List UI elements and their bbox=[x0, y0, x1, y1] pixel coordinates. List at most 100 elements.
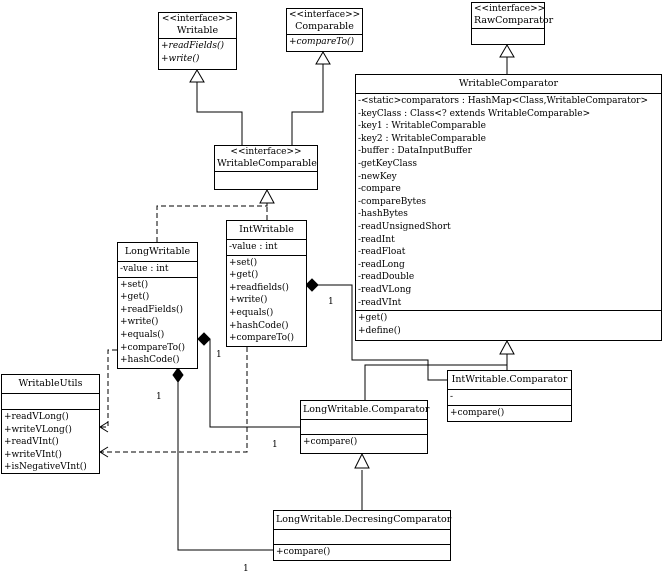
rawcomparator-class: <<interface>> RawComparator bbox=[471, 2, 554, 45]
method-row: +compareTo() bbox=[229, 333, 295, 344]
attribute-row: -keyClass : Class<? extends WritableComp… bbox=[358, 108, 591, 119]
comparable-name: Comparable bbox=[295, 21, 354, 32]
intwritable-comparator-name: IntWritable.Comparator bbox=[451, 374, 568, 385]
method-row: +readFields() bbox=[120, 304, 184, 315]
longwritable-decresing-comparator-empty-section bbox=[274, 530, 450, 545]
method-row: +equals() bbox=[120, 329, 165, 340]
method-row: +readVLong() bbox=[4, 412, 69, 422]
multiplicity-label: 1 bbox=[243, 564, 249, 574]
intwritable-class: IntWritable -value : int +set() +get() +… bbox=[226, 220, 307, 347]
longwritable-attributes: -value : int bbox=[118, 262, 197, 278]
attribute-row: -<static>comparators : HashMap<Class,Wri… bbox=[358, 96, 648, 106]
method-row: +compare() bbox=[303, 437, 358, 447]
longwritable-uses-utils-line bbox=[100, 349, 117, 428]
method-row: +set() bbox=[120, 279, 149, 290]
rawcomparator-name: RawComparator bbox=[474, 15, 554, 26]
writableutils-name: WritableUtils bbox=[18, 378, 83, 389]
method-row: +write() bbox=[161, 53, 200, 64]
attribute-row: -hashBytes bbox=[358, 209, 408, 220]
attribute-row: - bbox=[450, 392, 454, 402]
longwritable-realizes-wcomparable-line bbox=[156, 203, 268, 242]
method-row: +write() bbox=[229, 295, 268, 306]
composition-diamond-decresing bbox=[172, 367, 184, 383]
longwritable-to-decresing-composition bbox=[177, 380, 273, 551]
comparable-stereotype: <<interface>> bbox=[289, 10, 361, 20]
longwritable-decresing-comparator-methods: +compare() bbox=[274, 545, 450, 560]
wcomparable-to-comparable-line bbox=[291, 64, 324, 145]
method-row: +writeVInt() bbox=[4, 449, 62, 460]
wcomparator-generalization-arrow bbox=[499, 339, 515, 355]
method-row: +writeVLong() bbox=[4, 424, 72, 435]
composition-diamond-int-comparator bbox=[305, 278, 319, 292]
method-row: +get() bbox=[358, 313, 388, 324]
method-row: +write() bbox=[120, 317, 159, 328]
comparable-generalization-arrow bbox=[315, 51, 331, 65]
writablecomparator-name: WritableComparator bbox=[458, 78, 559, 89]
attribute-row: -value : int bbox=[229, 242, 278, 252]
writablecomparable-class: <<interface>> WritableComparable bbox=[214, 145, 318, 190]
longwritable-comparator-name: LongWritable.Comparator bbox=[303, 404, 430, 415]
intwritable-comparator-attributes: - bbox=[448, 390, 571, 406]
longwritable-methods: +set() +get() +readFields() +write() +eq… bbox=[118, 278, 197, 368]
longwritable-decresing-comparator-class: LongWritable.DecresingComparator +compar… bbox=[273, 510, 451, 561]
comparable-class: <<interface>> Comparable +compareTo() bbox=[286, 8, 363, 52]
writable-generalization-arrow bbox=[189, 69, 205, 83]
longwritable-comparator-class: LongWritable.Comparator +compare() bbox=[300, 400, 430, 454]
attribute-row: -key1 : WritableComparable bbox=[358, 121, 486, 132]
intwritable-methods: +set() +get() +readfields() +write() +eq… bbox=[227, 256, 306, 346]
multiplicity-label: 1 bbox=[272, 440, 278, 450]
attribute-row: -readDouble bbox=[358, 272, 415, 283]
attribute-row: -readUnsignedShort bbox=[358, 221, 451, 232]
intwritable-attributes: -value : int bbox=[227, 240, 306, 256]
attribute-row: -readFloat bbox=[358, 247, 406, 258]
method-row: +isNegativeVInt() bbox=[4, 462, 87, 473]
method-row: +get() bbox=[120, 292, 150, 303]
writableutils-empty-section bbox=[2, 394, 99, 410]
attribute-row: -value : int bbox=[120, 264, 169, 274]
method-row: +define() bbox=[358, 325, 401, 336]
intwritable-to-int-comparator-composition bbox=[318, 284, 447, 381]
writablecomparator-attributes: -<static>comparators : HashMap<Class,Wri… bbox=[356, 94, 661, 312]
writablecomparable-name: WritableComparable bbox=[217, 158, 317, 169]
multiplicity-label: 1 bbox=[328, 297, 334, 307]
method-row: +compareTo() bbox=[120, 342, 186, 353]
writablecomparator-methods: +get() +define() bbox=[356, 311, 661, 338]
method-row: +equals() bbox=[229, 307, 274, 318]
method-row: +set() bbox=[229, 257, 258, 268]
method-row: +get() bbox=[229, 270, 259, 281]
longwritable-class: LongWritable -value : int +set() +get() … bbox=[117, 242, 198, 369]
wcomparable-to-writable-line bbox=[196, 82, 243, 145]
utils-dependency-arrow-2 bbox=[99, 446, 109, 458]
method-row: +readFields() bbox=[161, 41, 225, 51]
intwritable-comparator-methods: +compare() bbox=[448, 406, 571, 421]
method-row: +readVInt() bbox=[4, 437, 59, 448]
method-row: +compare() bbox=[276, 547, 331, 557]
writablecomparator-class: WritableComparator -<static>comparators … bbox=[355, 74, 662, 341]
rawcomparator-empty-section bbox=[472, 29, 544, 35]
writable-stereotype: <<interface>> bbox=[161, 14, 234, 24]
attribute-row: -compareBytes bbox=[358, 196, 427, 207]
intwritable-name: IntWritable bbox=[239, 224, 294, 235]
writableutils-class: WritableUtils +readVLong() +writeVLong()… bbox=[1, 374, 100, 474]
multiplicity-label: 1 bbox=[156, 392, 162, 402]
writablecomparable-empty-section bbox=[215, 172, 317, 178]
wcomparable-realization-arrow bbox=[259, 188, 275, 204]
comparable-methods: +compareTo() bbox=[287, 35, 362, 50]
attribute-row: -buffer : DataInputBuffer bbox=[358, 146, 472, 157]
method-row: +hashCode() bbox=[120, 355, 180, 366]
attribute-row: -readInt bbox=[358, 234, 395, 245]
attribute-row: -readVInt bbox=[358, 297, 402, 308]
writable-name: Writable bbox=[176, 25, 219, 36]
writableutils-methods: +readVLong() +writeVLong() +readVInt() +… bbox=[2, 410, 99, 475]
method-row: +compare() bbox=[450, 407, 505, 418]
composition-diamond-long-comparator bbox=[197, 332, 211, 346]
rawcomparator-stereotype: <<interface>> bbox=[474, 4, 546, 14]
attribute-row: -getKeyClass bbox=[358, 158, 418, 169]
attribute-row: -newKey bbox=[358, 171, 397, 182]
intwritable-comparator-class: IntWritable.Comparator - +compare() bbox=[447, 370, 572, 422]
multiplicity-label: 1 bbox=[216, 350, 222, 360]
attribute-row: -compare bbox=[358, 184, 401, 195]
longwritable-comparator-empty-section bbox=[301, 420, 427, 435]
long-comparator-generalization-arrow bbox=[354, 452, 370, 469]
